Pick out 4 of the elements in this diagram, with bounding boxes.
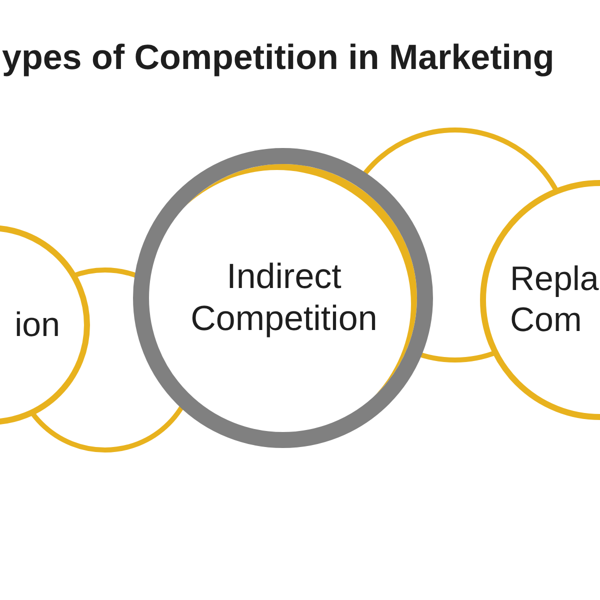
node-label: Indirect Competition <box>190 256 378 340</box>
node-label: Repla Com <box>510 259 600 341</box>
title: ypes of Competition in Marketing <box>2 38 554 78</box>
node-label: ion <box>14 304 60 346</box>
